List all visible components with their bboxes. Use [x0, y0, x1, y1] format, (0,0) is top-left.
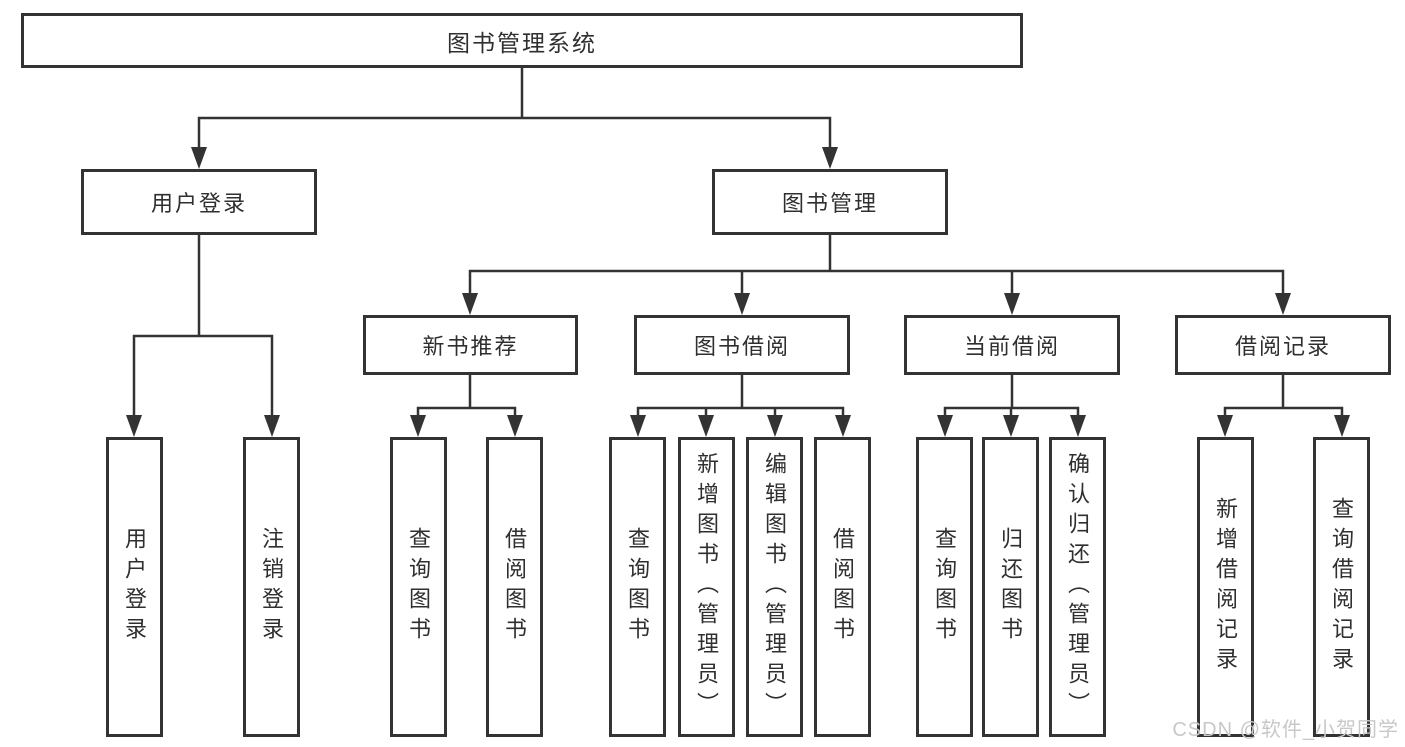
leaf-user-login: 用户登录: [106, 437, 163, 737]
leaf-edit-book-admin: 编辑图书（管理员）: [746, 437, 803, 737]
node-label: 新增借阅记录: [1213, 497, 1239, 677]
leaf-add-borrow-record: 新增借阅记录: [1197, 437, 1254, 737]
arrow-down-icon: [1217, 415, 1350, 437]
node-label: 图书管理系统: [447, 29, 597, 56]
node-label: 当前借阅: [963, 334, 1060, 359]
node-label: 查询借阅记录: [1329, 497, 1355, 677]
node-label: 借阅记录: [1234, 334, 1331, 359]
node-label: 用户登录: [122, 527, 148, 647]
arrow-down-icon: [410, 415, 523, 437]
node-label: 查询图书: [625, 527, 651, 647]
leaf-borrow-books-recommend: 借阅图书: [486, 437, 543, 737]
tree-connector-line: [416, 373, 517, 423]
tree-connector-line: [636, 373, 845, 423]
arrow-down-icon: [462, 293, 1291, 315]
arrow-down-icon: [126, 415, 280, 437]
node-label: 图书借阅: [693, 334, 790, 359]
leaf-query-borrow-record: 查询借阅记录: [1313, 437, 1370, 737]
node-new-book-recommendation: 新书推荐: [363, 315, 578, 375]
node-label: 确认归还（管理员）: [1065, 452, 1091, 722]
node-book-borrowing: 图书借阅: [634, 315, 850, 375]
node-label: 注销登录: [259, 527, 285, 647]
tree-connector-line: [943, 373, 1080, 423]
arrow-down-icon: [191, 147, 838, 169]
node-book-management: 图书管理: [712, 169, 948, 235]
tree-connector-line: [197, 66, 832, 154]
leaf-logout: 注销登录: [243, 437, 300, 737]
node-label: 图书管理: [781, 191, 878, 216]
tree-connector-line: [132, 233, 274, 422]
node-label: 新书推荐: [422, 334, 519, 359]
tree-connector-line: [468, 233, 1285, 300]
node-label: 借阅图书: [830, 527, 856, 647]
leaf-return-book: 归还图书: [982, 437, 1039, 737]
node-label: 查询图书: [406, 527, 432, 647]
node-library-management-system: 图书管理系统: [21, 13, 1023, 68]
node-label: 借阅图书: [502, 527, 528, 647]
node-user-login-branch: 用户登录: [81, 169, 317, 235]
arrow-down-icon: [630, 415, 851, 437]
node-label: 用户登录: [150, 191, 247, 216]
node-borrowing-records: 借阅记录: [1175, 315, 1391, 375]
tree-connector-line: [1223, 373, 1344, 423]
arrow-down-icon: [937, 415, 1086, 437]
node-label: 编辑图书（管理员）: [762, 452, 788, 722]
leaf-confirm-return-admin: 确认归还（管理员）: [1049, 437, 1106, 737]
node-current-borrowing: 当前借阅: [904, 315, 1120, 375]
leaf-add-book-admin: 新增图书（管理员）: [678, 437, 735, 737]
leaf-query-books-borrowing: 查询图书: [609, 437, 666, 737]
node-label: 查询图书: [932, 527, 958, 647]
node-label: 新增图书（管理员）: [694, 452, 720, 722]
leaf-query-books-current: 查询图书: [916, 437, 973, 737]
node-label: 归还图书: [998, 527, 1024, 647]
leaf-borrow-books-borrowing: 借阅图书: [814, 437, 871, 737]
leaf-query-books-recommend: 查询图书: [390, 437, 447, 737]
csdn-watermark: CSDN @软件_小贺同学: [1172, 719, 1399, 741]
